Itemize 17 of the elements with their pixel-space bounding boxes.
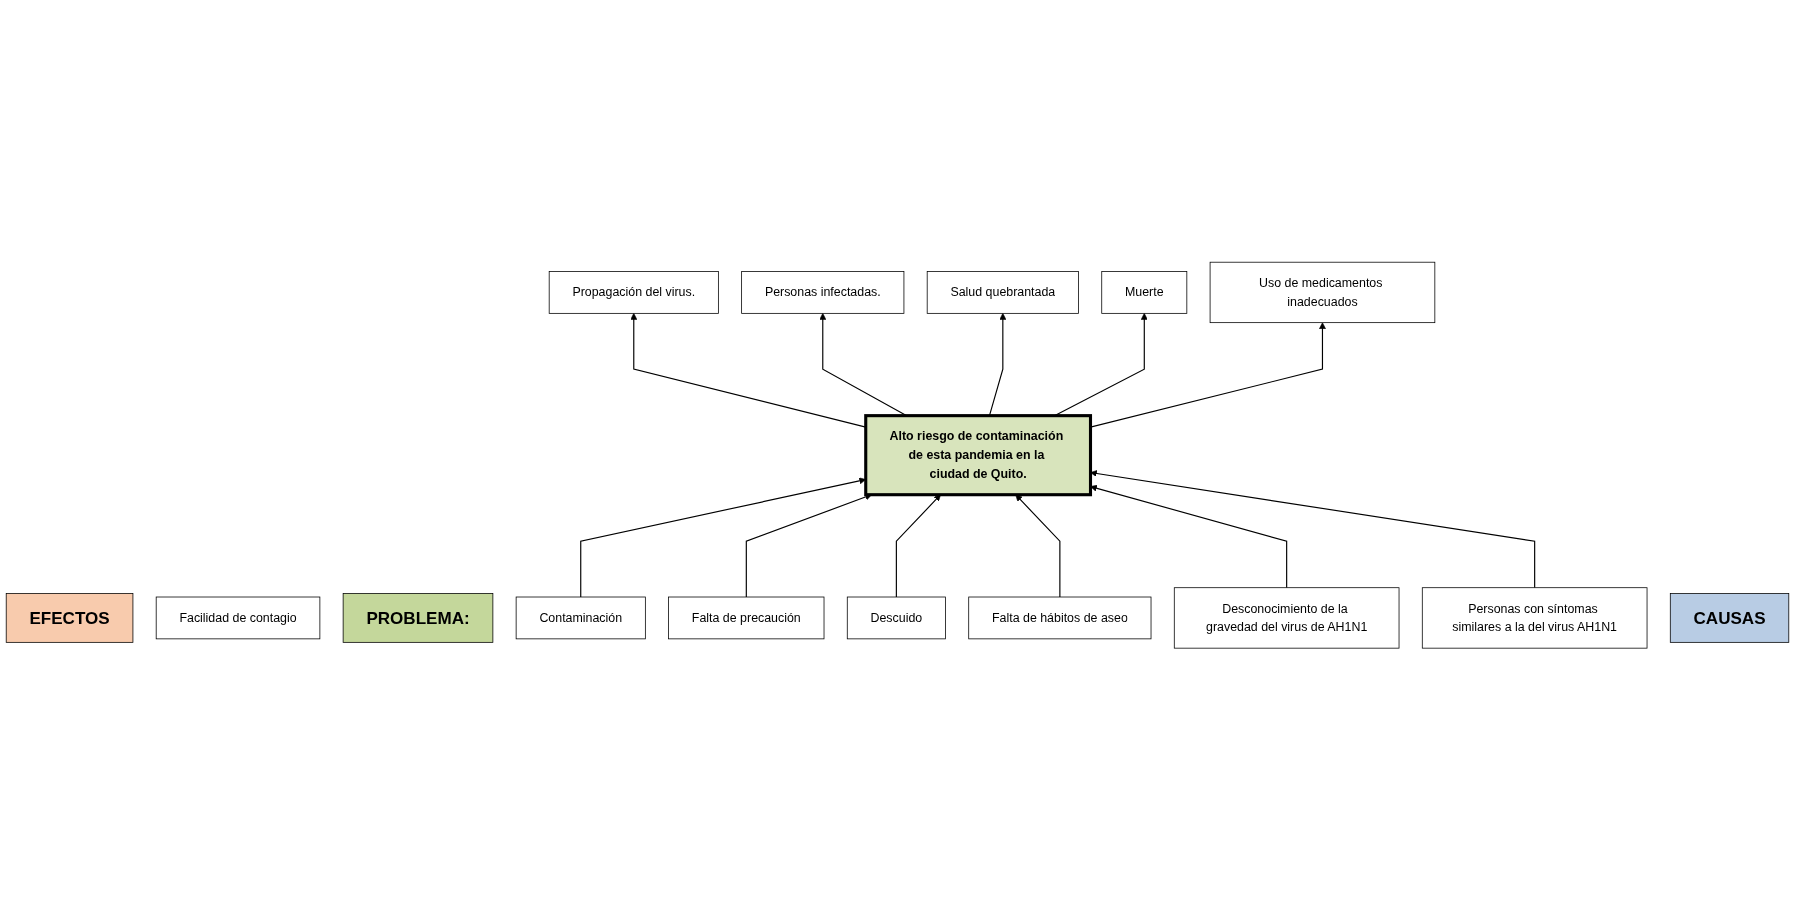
node-box: Contaminación	[515, 596, 646, 640]
node-box: EFECTOS	[5, 593, 134, 644]
node-box: Alto riesgo de contaminación de esta pandemia en la ciudad de Quito.	[864, 414, 1093, 497]
node-box: Muerte	[1101, 271, 1188, 315]
node-box: Desconocimiento de la gravedad del virus de AH1N1	[1173, 587, 1400, 649]
node-box: Personas con síntomas similares a la del virus AH1N1	[1421, 587, 1648, 649]
node-box: Facilidad de contagio	[155, 596, 321, 640]
node-box: Falta de precaución	[668, 596, 825, 640]
node-box: Personas infectadas.	[741, 271, 905, 315]
node-box: Propagación del virus.	[548, 271, 719, 315]
node-box: Descuido	[846, 596, 946, 640]
node-box: Falta de hábitos de aseo	[968, 596, 1152, 640]
node-box: Uso de medicamentos inadecuados	[1209, 262, 1436, 324]
arrow	[745, 493, 872, 598]
node-box: PROBLEMA:	[342, 593, 494, 644]
node-box: Salud quebrantada	[926, 271, 1079, 315]
node-box: CAUSAS	[1669, 593, 1790, 644]
